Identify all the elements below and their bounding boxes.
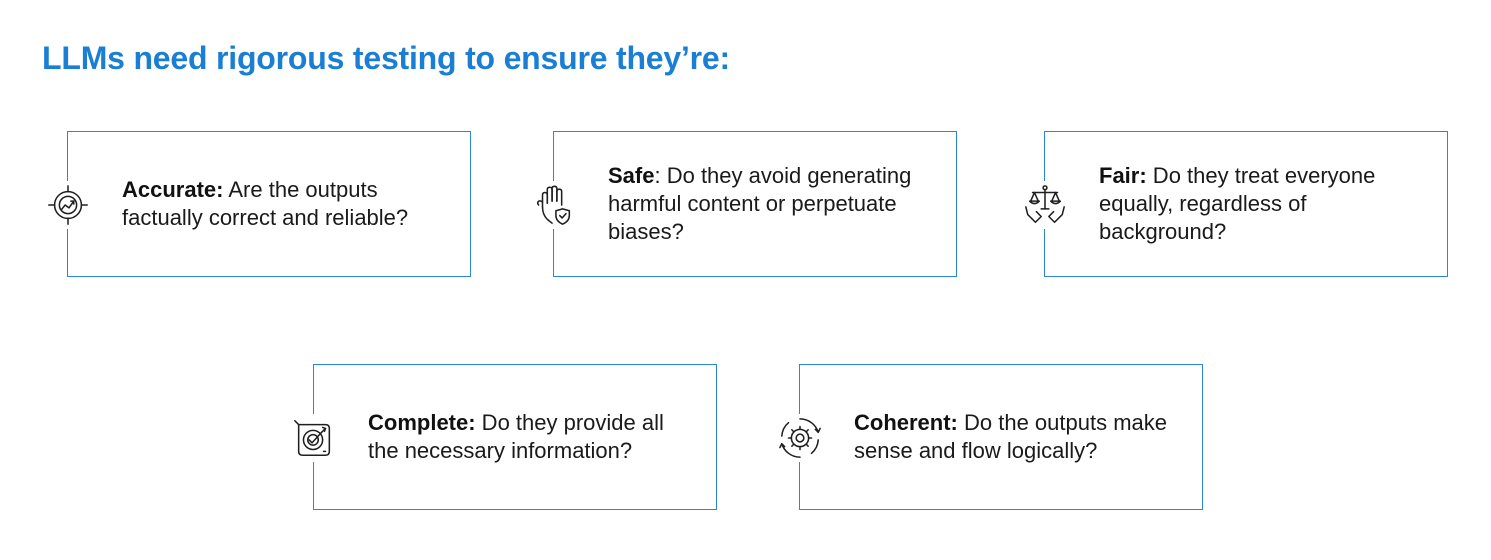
card-safe: Safe: Do they avoid generating harmful c…: [530, 131, 957, 277]
target-growth-icon: [44, 181, 92, 229]
card-text: Safe: Do they avoid generating harmful c…: [608, 162, 940, 246]
card-term: Fair:: [1099, 163, 1147, 188]
card-coherent: Coherent: Do the outputs make sense and …: [776, 364, 1203, 510]
card-accurate: Accurate: Are the outputs factually corr…: [44, 131, 471, 277]
card-text: Fair: Do they treat everyone equally, re…: [1099, 162, 1431, 246]
card-term: Complete:: [368, 410, 476, 435]
card-description: Do they provide all the necessary inform…: [368, 410, 664, 463]
hand-shield-icon: [530, 181, 578, 229]
card-text: Accurate: Are the outputs factually corr…: [122, 176, 454, 232]
card-term: Coherent:: [854, 410, 958, 435]
card-complete: Complete: Do they provide all the necess…: [290, 364, 717, 510]
gear-cycle-icon: [776, 414, 824, 462]
card-fair: Fair: Do they treat everyone equally, re…: [1021, 131, 1448, 277]
card-text: Complete: Do they provide all the necess…: [368, 409, 700, 465]
card-description: : Do they avoid generating harmful conte…: [608, 163, 912, 244]
card-description: Are the outputs factually correct and re…: [122, 177, 409, 230]
scales-hands-icon: [1021, 181, 1069, 229]
card-term: Accurate:: [122, 177, 224, 202]
page-title: LLMs need rigorous testing to ensure the…: [42, 40, 730, 76]
card-term: Safe: [608, 163, 655, 188]
card-description: Do the outputs make sense and flow logic…: [854, 410, 1168, 463]
card-text: Coherent: Do the outputs make sense and …: [854, 409, 1186, 465]
card-description: Do they treat everyone equally, regardle…: [1099, 163, 1376, 244]
target-check-icon: [290, 414, 338, 462]
